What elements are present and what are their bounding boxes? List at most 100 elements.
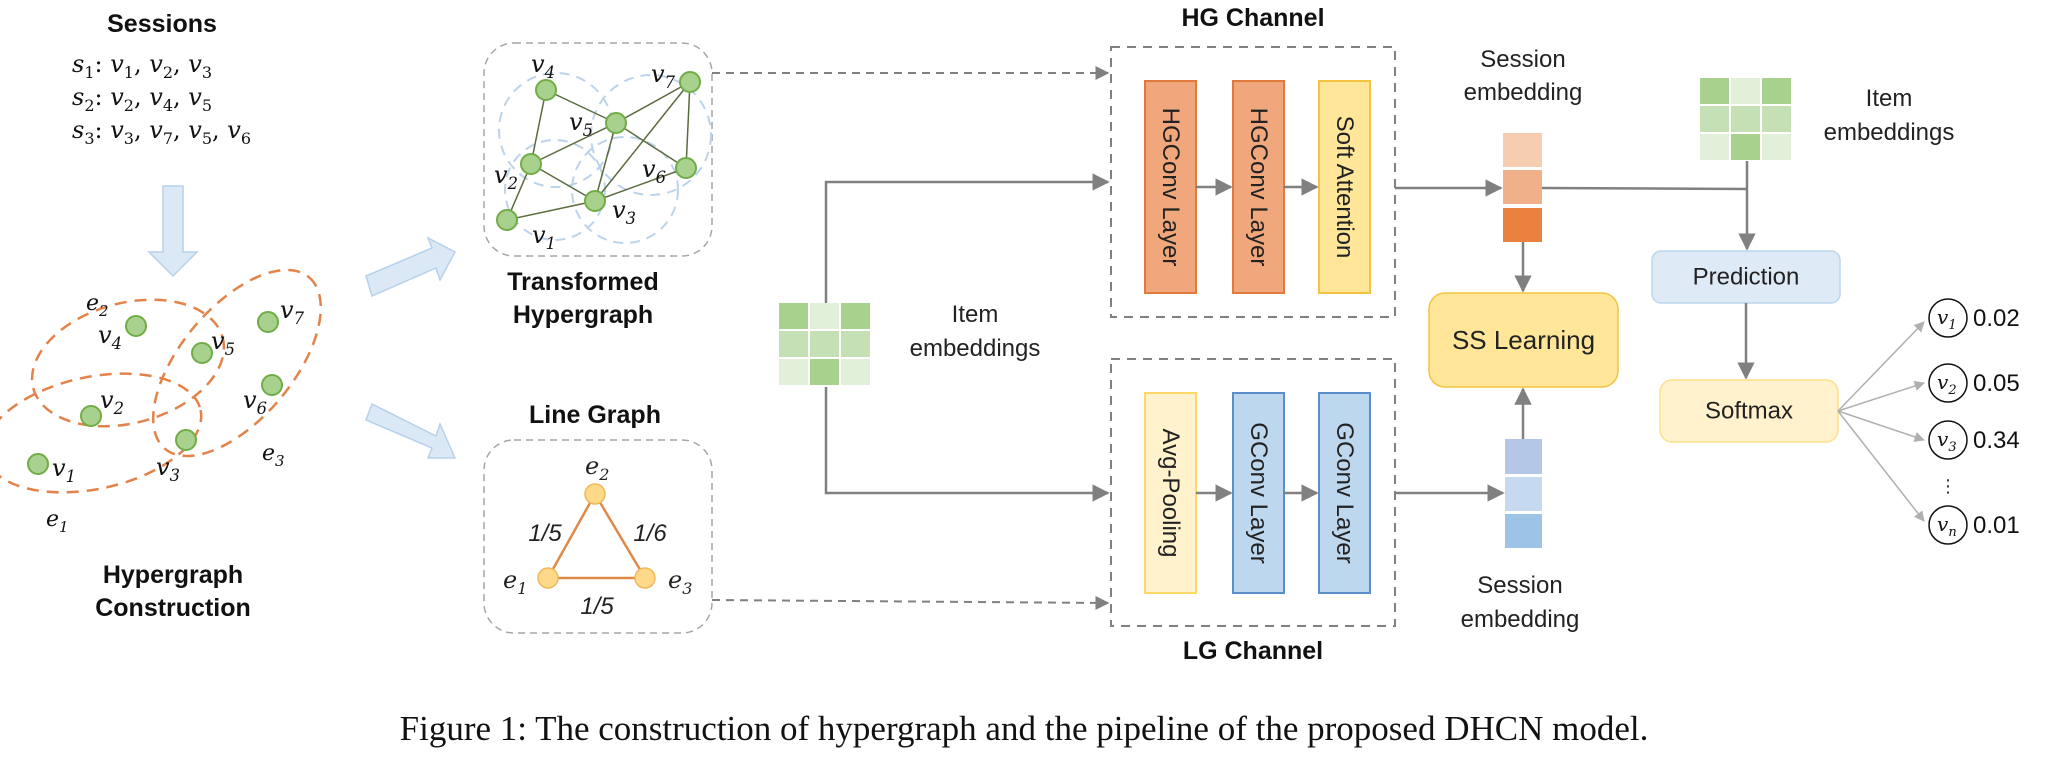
session-line: s1: v1, v2, v3 [72, 50, 212, 82]
transformed-node-label-v1: v1 [532, 221, 556, 253]
session-embedding-bottom-line2: embedding [1461, 606, 1580, 633]
hypergraph-node-v4 [125, 315, 147, 337]
session-embedding-top-line1: Session [1480, 46, 1565, 73]
item-embeddings-left-line2: embeddings [910, 335, 1041, 362]
softmax-output-arrow [1837, 410, 1925, 442]
line-graph-title: Line Graph [529, 401, 661, 429]
hg-block-2-label: HGConv Layer [1245, 108, 1272, 267]
item-embedding-right-cell [1731, 134, 1760, 160]
hypergraph-node-label-v7: v7 [280, 296, 305, 328]
transformed-node-label-v5: v5 [569, 108, 593, 140]
hypergraph-title-line1: Hypergraph [103, 561, 243, 589]
output-item-circle [1928, 298, 1968, 338]
hypergraph-node-v6 [261, 374, 283, 396]
ss-learning-box: SS Learning [1428, 292, 1619, 388]
output-item-label: v2 [1937, 370, 1957, 398]
line-graph-label-e3: e3 [668, 566, 692, 598]
transformed-node-v5 [605, 112, 627, 134]
output-score: 0.02 [1973, 305, 2020, 332]
connector-items-to-hg [824, 173, 1110, 303]
lg-channel: Avg-Pooling GConv Layer GConv Layer LG C… [1110, 358, 1396, 665]
hypergraph-node-v1 [27, 453, 49, 475]
item-embedding-left-cell [779, 303, 808, 329]
lg-block-3-label: GConv Layer [1331, 422, 1358, 563]
figure-caption: Figure 1: The construction of hypergraph… [400, 709, 1649, 748]
session-line: s2: v2, v4, v5 [72, 83, 212, 115]
hypergraph-node-label-v5: v5 [211, 327, 235, 359]
item-embedding-left-cell [810, 331, 839, 357]
transformed-node-v7 [679, 71, 701, 93]
item-embedding-right-cell [1700, 106, 1729, 132]
hypergraph-node-v3 [175, 429, 197, 451]
arrow-to-transformed-icon [365, 236, 457, 298]
line-graph-label-e1: e1 [503, 566, 527, 598]
hg-block-soft-attention [1318, 80, 1371, 294]
hypergraph-node-label-v4: v4 [98, 321, 122, 353]
hypergraph-node-v5 [191, 342, 213, 364]
output-item-circle [1928, 420, 1968, 460]
item-embedding-right-cell [1731, 106, 1760, 132]
transformed-edge-v6-v3 [594, 167, 687, 202]
output-item-label: vn [1937, 512, 1957, 540]
prediction-box: Prediction [1651, 250, 1841, 380]
transformed-node-v2 [520, 153, 542, 175]
transformed-node-label-v3: v3 [612, 196, 636, 228]
session-embedding-bottom-line1: Session [1477, 572, 1562, 599]
transformed-title-line1: Transformed [507, 268, 658, 296]
item-embedding-left-cell [779, 359, 808, 385]
lg-block-gconv-2 [1318, 392, 1371, 594]
output-item-circle [1928, 505, 1968, 545]
ss-learning-label: SS Learning [1452, 325, 1595, 355]
transformed-node-v4 [535, 79, 557, 101]
transformed-edge-v7-v3 [594, 81, 691, 202]
line-graph-node-e3 [634, 567, 656, 589]
softmax-output-arrow [1837, 410, 1925, 522]
hyperedge-e3 [151, 268, 323, 458]
item-embedding-left-cell [841, 359, 870, 385]
hg-channel: HG Channel HGConv Layer HGConv Layer Sof… [1110, 4, 1396, 318]
session-embedding-hg: Session embedding [1395, 46, 1582, 293]
connector-session-to-prediction [1541, 186, 1748, 191]
hyperedge-e2 [30, 298, 226, 428]
item-embeddings-left: Item embeddings [779, 173, 1110, 502]
lg-block-gconv-1 [1232, 392, 1285, 594]
prediction-label: Prediction [1693, 264, 1800, 291]
hyperedge-label-e2: e2 [86, 291, 109, 320]
weight-e2-e3: 1/6 [633, 520, 667, 547]
line-graph-frame [483, 439, 713, 634]
transformed-edge-v4-v5 [545, 89, 617, 124]
line-graph-node-e2 [584, 483, 606, 505]
hg-block-3-label: Soft Attention [1331, 116, 1358, 259]
connector-items-to-lg [824, 387, 1110, 502]
item-embeddings-right-line2: embeddings [1824, 119, 1955, 146]
hg-block-hgconv-2 [1232, 80, 1285, 294]
arrow-to-linegraph-icon [365, 402, 457, 459]
sessions-title: Sessions [107, 10, 217, 38]
hyperedge-label-e3: e3 [262, 441, 285, 470]
line-graph-node-e1 [537, 567, 559, 589]
output-score: 0.05 [1973, 370, 2020, 397]
hypergraph-node-label-v1: v1 [52, 454, 76, 486]
item-embedding-left-cell [810, 303, 839, 329]
line-graph-label-e2: e2 [585, 452, 609, 484]
output-score: 0.01 [1973, 512, 2020, 539]
down-arrow-icon [147, 185, 199, 278]
transformed-edge-v5-v3 [594, 122, 617, 202]
transformed-node-v6 [675, 157, 697, 179]
transformed-edge-v2-v5 [530, 122, 617, 165]
item-embedding-right-cell [1762, 78, 1791, 104]
lg-channel-title: LG Channel [1183, 637, 1323, 665]
transformed-frame [483, 42, 713, 257]
line-graph: Line Graph e2 e1 e3 1/5 1/6 1/5 [483, 401, 713, 634]
item-embedding-left-cell [779, 331, 808, 357]
hypergraph-title-line2: Construction [95, 594, 251, 622]
transformed-node-label-v7: v7 [651, 60, 676, 92]
output-item-label: v1 [1937, 305, 1957, 333]
hypergraph-node-v2 [80, 405, 102, 427]
item-embedding-right-cell [1762, 106, 1791, 132]
